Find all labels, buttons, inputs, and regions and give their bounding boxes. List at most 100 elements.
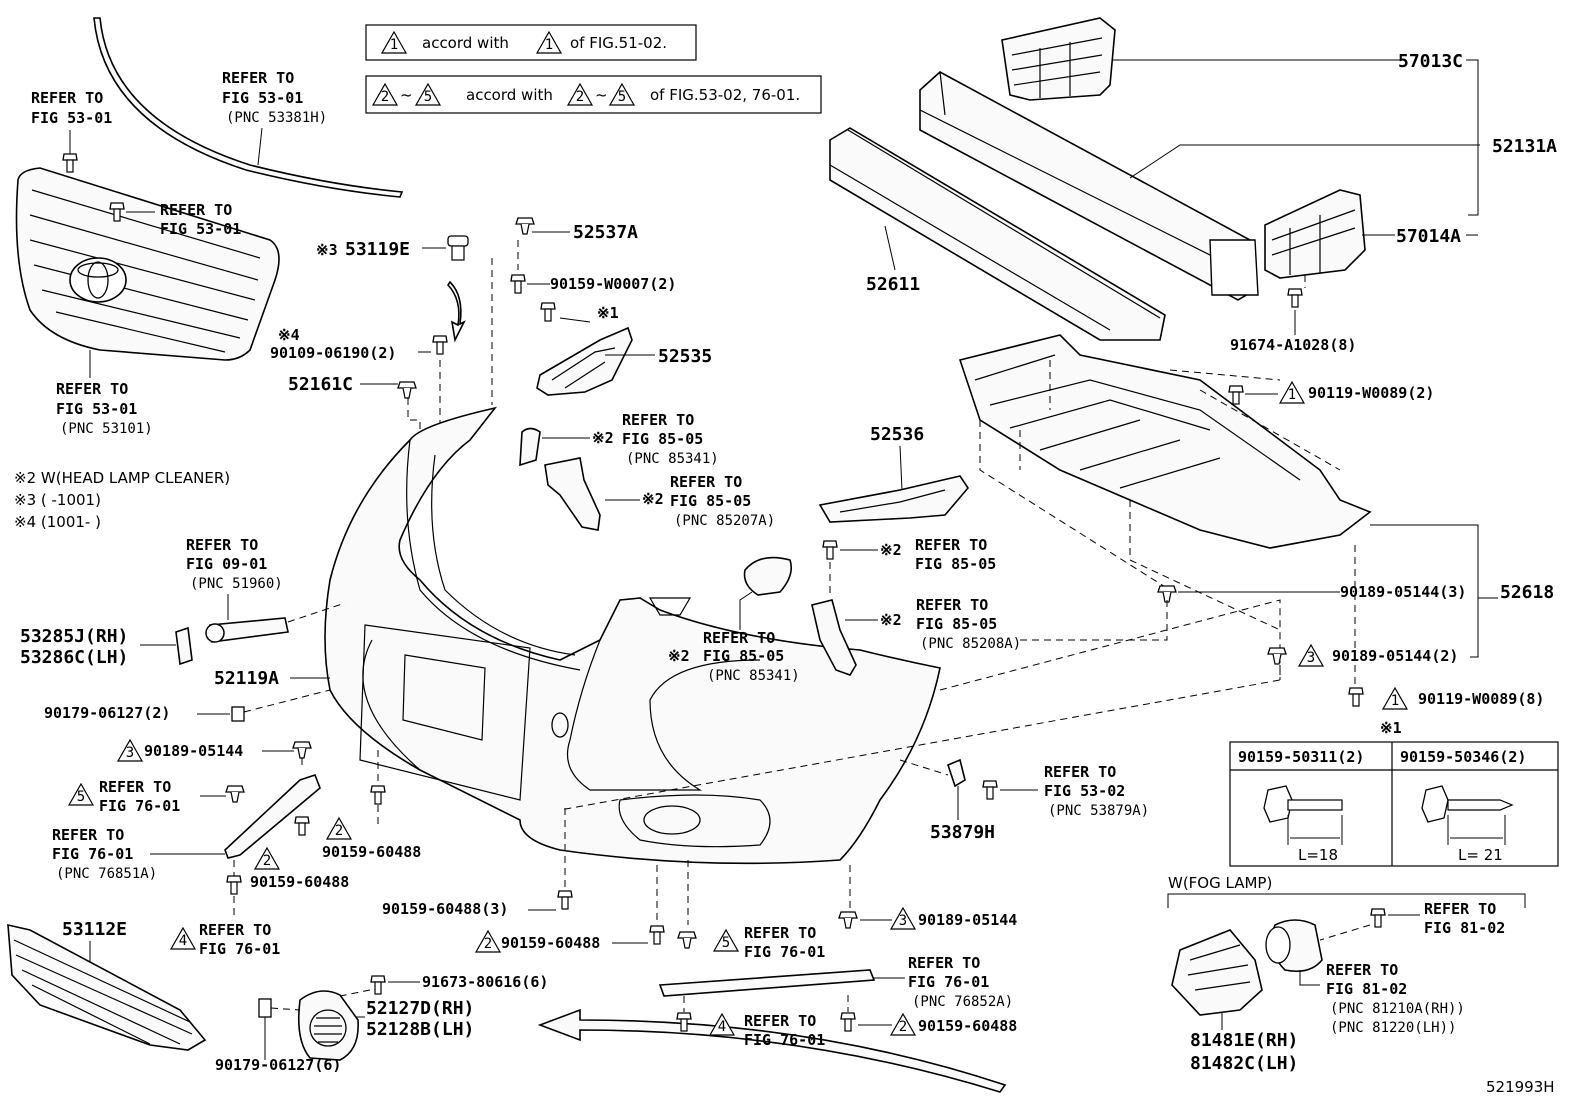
triangle-label: 3 <box>126 745 134 761</box>
fig-label: FIG 81-02 <box>1326 980 1407 998</box>
part-number: 52537A <box>573 222 638 243</box>
direction-arrow <box>537 1008 1007 1093</box>
marker: ※4 <box>278 326 300 344</box>
radiator-grille-upper <box>15 167 280 361</box>
hood-cushion <box>447 235 469 261</box>
triangle-label: 2 <box>263 853 271 869</box>
refer-label: REFER TO <box>1044 763 1116 781</box>
bracket-52535 <box>536 326 633 396</box>
legend-text: ~ <box>595 86 608 104</box>
part-number: 90189-05144 <box>144 742 243 760</box>
refer-label: REFER TO <box>52 826 124 844</box>
fig-label: FIG 85-05 <box>916 615 997 633</box>
fig-label: FIG 85-05 <box>915 555 996 573</box>
pnc-label: (PNC 53101) <box>60 421 153 437</box>
fig-label: FIG 76-01 <box>199 940 280 958</box>
part-number: 52128B(LH) <box>366 1019 474 1040</box>
washer-actuator <box>811 599 857 676</box>
legend-text: of FIG.51-02. <box>570 34 667 52</box>
legend-text: ~ <box>400 86 413 104</box>
pnc-label: (PNC 53381H) <box>226 110 327 126</box>
part-number: 90179-06127(2) <box>44 704 170 722</box>
part-number: 53879H <box>930 822 995 843</box>
clip-53879h <box>947 758 966 788</box>
legend-text: accord with <box>466 86 553 104</box>
part-number: 52119A <box>214 668 279 689</box>
part-number: 90109-06190(2) <box>270 344 396 362</box>
part-number: 90159-60488 <box>918 1017 1017 1035</box>
triangle-label: 3 <box>899 913 907 929</box>
part-number: 53285J(RH) <box>20 626 128 647</box>
part-number: 52161C <box>288 374 353 395</box>
part-number: 52618 <box>1500 582 1554 603</box>
marker: ※2 <box>668 647 690 665</box>
triangle-label: 1 <box>390 37 398 53</box>
bumper-retainer-left <box>224 773 321 859</box>
part-number: 57013C <box>1398 51 1463 72</box>
triangle-label: 5 <box>77 789 85 805</box>
part-number: 90189-05144(2) <box>1332 647 1458 665</box>
refer-label: REFER TO <box>222 69 294 87</box>
note-4: ※4 (1001- ) <box>14 513 101 531</box>
table-header: 90159-50311(2) <box>1238 748 1364 766</box>
refer-label: REFER TO <box>56 380 128 398</box>
legend-box-2: 2 ~ 5 accord with 2 ~ 5 of FIG.53-02, 76… <box>365 75 822 114</box>
fig-label: FIG 76-01 <box>52 845 133 863</box>
refer-label: REFER TO <box>160 201 232 219</box>
part-number: 90119-W0089(2) <box>1308 384 1434 402</box>
bumper-reinforcement <box>919 71 1259 301</box>
part-number: 90119-W0089(8) <box>1418 690 1544 708</box>
fig-label: FIG 53-02 <box>1044 782 1125 800</box>
part-number: 52536 <box>870 424 924 445</box>
fig-label: FIG 85-05 <box>670 492 751 510</box>
triangle-label: 4 <box>179 933 187 949</box>
arrow <box>446 280 466 343</box>
refer-label: REFER TO <box>199 921 271 939</box>
refer-label: REFER TO <box>916 596 988 614</box>
retainer-57013c <box>1001 17 1116 101</box>
fog-lamp-bracket <box>1171 929 1263 1016</box>
marker: ※1 <box>597 304 619 322</box>
triangle-label: 1 <box>545 37 553 53</box>
pnc-label: (PNC 53879A) <box>1048 803 1149 819</box>
refer-label: REFER TO <box>1326 961 1398 979</box>
triangle-label: 2 <box>576 89 584 105</box>
triangle-label: 2 <box>381 89 389 105</box>
part-number: 81482C(LH) <box>1190 1053 1298 1074</box>
part-number: 52127D(RH) <box>366 998 474 1019</box>
part-number: 90159-60488(3) <box>382 900 508 918</box>
marker: ※2 <box>880 541 902 559</box>
refer-label: REFER TO <box>670 473 742 491</box>
note-3: ※3 ( -1001) <box>14 491 101 509</box>
pnc-label: (PNC 81220(LH)) <box>1330 1020 1456 1036</box>
refer-label: REFER TO <box>908 954 980 972</box>
fig-label: FIG 85-05 <box>622 430 703 448</box>
washer-cap <box>743 556 793 596</box>
pnc-label: (PNC 81210A(RH)) <box>1330 1001 1465 1017</box>
fig-label: FIG 53-01 <box>31 109 112 127</box>
fig-label: FIG 85-05 <box>703 647 784 665</box>
washer-nozzle <box>544 457 601 531</box>
part-number: 90179-06127(6) <box>215 1056 341 1074</box>
marker: ※2 <box>592 429 614 447</box>
legend-text: accord with <box>422 34 509 52</box>
part-number: 90159-60488 <box>322 843 421 861</box>
energy-absorber <box>829 127 1166 341</box>
triangle-label: 1 <box>1288 387 1296 403</box>
fig-label: FIG 76-01 <box>744 943 825 961</box>
refer-label: REFER TO <box>99 778 171 796</box>
pnc-label: (PNC 85208A) <box>920 636 1021 652</box>
front-bumper-cover <box>324 406 941 865</box>
towing-eye <box>205 617 289 643</box>
part-number: 90159-60488 <box>501 934 600 952</box>
upper-molding <box>93 17 404 198</box>
part-number: 57014A <box>1396 226 1461 247</box>
triangle-label: 5 <box>618 89 626 105</box>
part-number: 91674-A1028(8) <box>1230 336 1356 354</box>
triangle-label: 2 <box>335 823 343 839</box>
clip <box>231 706 245 722</box>
part-number: 90189-05144(3) <box>1340 583 1466 601</box>
triangle-label: 2 <box>484 936 492 952</box>
refer-label: REFER TO <box>915 536 987 554</box>
